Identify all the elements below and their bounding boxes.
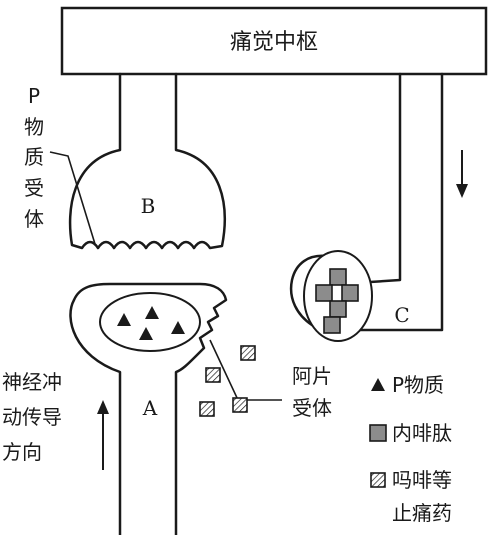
svg-text:P: P — [28, 84, 40, 108]
legend-item-endorphin: 内啡肽 — [369, 421, 452, 445]
p-receptor-pointer — [49, 151, 96, 245]
svg-text:止痛药: 止痛药 — [392, 501, 452, 525]
svg-text:内啡肽: 内啡肽 — [392, 421, 452, 445]
svg-text:神经冲: 神经冲 — [2, 370, 62, 394]
svg-text:质: 质 — [24, 145, 44, 169]
neuron-b-outline — [68, 72, 226, 250]
analgesic-molecules — [199, 345, 256, 417]
pain-center-label: 痛觉中枢 — [230, 30, 318, 55]
legend-item-analgesic: 吗啡等 止痛药 — [370, 468, 452, 525]
neuron-a-vesicle — [99, 292, 201, 352]
legend-item-p-substance: P物质 — [371, 373, 444, 397]
svg-text:受体: 受体 — [292, 396, 332, 420]
neuron-c-vesicle — [303, 250, 373, 342]
up-arrow — [97, 400, 109, 470]
neuron-a-outline — [69, 282, 228, 535]
neuron-b-label: B — [141, 194, 156, 218]
p-receptor-label: P 物 质 受 体 — [24, 84, 44, 231]
svg-text:物: 物 — [24, 115, 44, 139]
svg-text:阿片: 阿片 — [292, 364, 332, 388]
pain-center-box — [60, 6, 488, 76]
legend: P物质 内啡肽 吗啡等 止痛药 — [369, 373, 452, 525]
neuron-a-label: A — [142, 396, 158, 420]
opiate-receptor-label: 阿片 受体 — [292, 364, 332, 420]
svg-text:方向: 方向 — [2, 440, 42, 464]
conduction-direction-label: 神经冲 动传导 方向 — [2, 370, 62, 464]
neuron-c-label: C — [394, 303, 409, 327]
svg-text:吗啡等: 吗啡等 — [392, 468, 452, 492]
down-arrow — [456, 150, 468, 198]
svg-text:受: 受 — [24, 176, 44, 200]
svg-text:动传导: 动传导 — [2, 405, 62, 429]
svg-text:体: 体 — [24, 207, 44, 231]
svg-text:P物质: P物质 — [392, 373, 444, 397]
